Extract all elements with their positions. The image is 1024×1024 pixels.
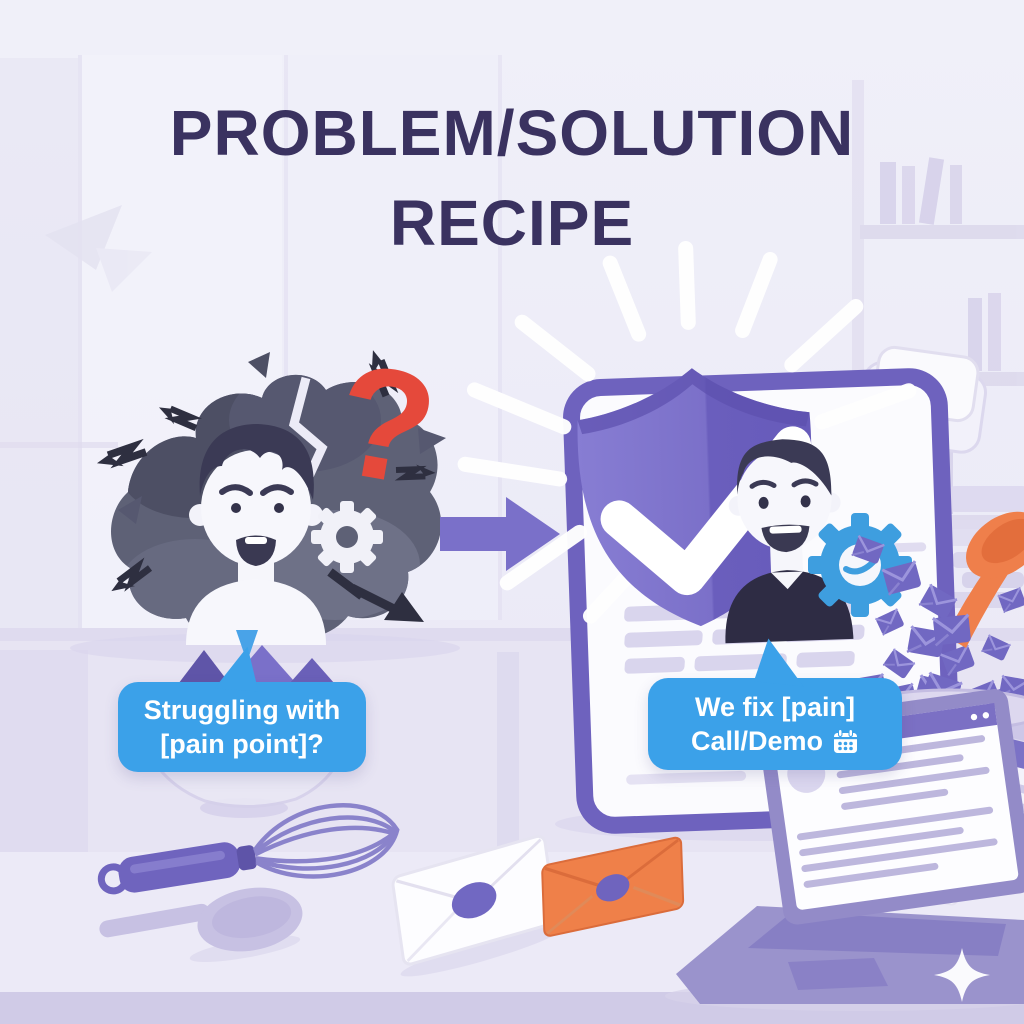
worried-person bbox=[186, 424, 326, 662]
arrow-bolt bbox=[327, 568, 424, 622]
title-line-2: RECIPE bbox=[389, 187, 635, 259]
solution-speech-bubble: We fix [pain] Call/Demo bbox=[648, 678, 902, 770]
calendar-icon bbox=[834, 728, 858, 753]
gear-icon-white bbox=[311, 501, 383, 573]
lightning-icons bbox=[96, 349, 436, 622]
arrow-right-icon bbox=[440, 497, 560, 571]
spoon-icon bbox=[99, 887, 303, 962]
paper-plane-decor bbox=[45, 205, 152, 292]
gear-icon-blue bbox=[808, 513, 912, 617]
problem-bubble-line-1: Struggling with bbox=[143, 695, 341, 725]
cloud-shadow bbox=[70, 633, 460, 663]
problem-speech-bubble: Struggling with [pain point]? bbox=[118, 682, 366, 772]
solution-bubble-line-1: We fix [pain] bbox=[694, 692, 855, 722]
envelope-orange bbox=[541, 836, 685, 937]
happy-person bbox=[725, 439, 854, 644]
solution-bubble-line-2: Call/Demo bbox=[690, 726, 824, 756]
orange-spoon-icon bbox=[931, 511, 1024, 648]
sparkle-icon bbox=[934, 948, 990, 1002]
title-line-1: PROBLEM/SOLUTION bbox=[169, 97, 855, 169]
page-title: PROBLEM/SOLUTION RECIPE bbox=[0, 88, 1024, 268]
problem-bubble-line-2: [pain point]? bbox=[160, 729, 324, 759]
whisk-icon bbox=[97, 803, 400, 895]
